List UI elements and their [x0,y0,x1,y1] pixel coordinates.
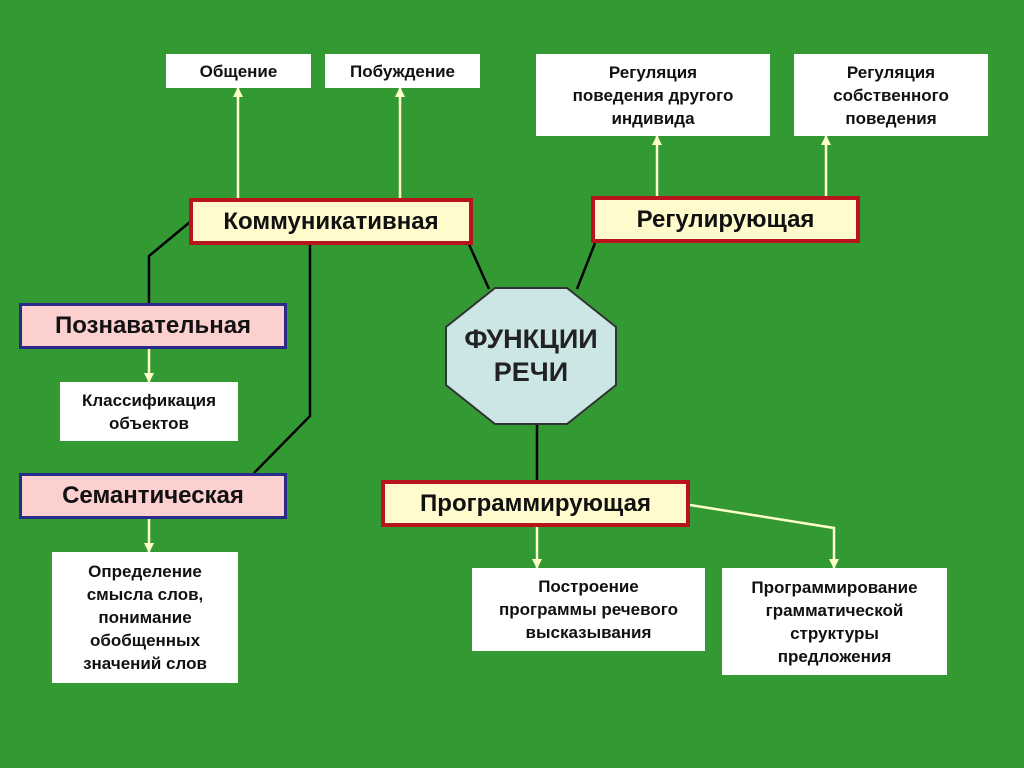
octagon-shape [445,287,617,425]
effect-meaning: Определение смысла слов, понимание обобщ… [52,552,238,683]
effect-regulation-other: Регуляция поведения другого индивида [536,54,770,136]
effect-classification: Классификация объектов [60,382,238,441]
effect-regulation-self: Регуляция собственного поведения [794,54,988,136]
line-center-communicative [466,241,491,290]
line-communicative-semantic [253,245,312,474]
function-communicative: Коммуникативная [189,198,473,245]
function-semantic: Семантическая [19,473,287,519]
line-center-regulating [575,242,597,290]
center-title: ФУНКЦИИ РЕЧИ [464,324,598,387]
line-communicative-cognitive [147,221,191,303]
arrow-program-grammar [689,503,839,569]
effect-obshchenie: Общение [166,54,311,88]
effect-program-grammar: Программирование грамматической структур… [722,568,947,675]
function-programming: Программирующая [381,480,690,527]
effect-program-utterance: Построение программы речевого высказыван… [472,568,705,651]
function-regulating: Регулирующая [591,196,860,243]
center-node: ФУНКЦИИ РЕЧИ [445,287,617,425]
effect-pobuzhdenie: Побуждение [325,54,480,88]
function-cognitive: Познавательная [19,303,287,349]
